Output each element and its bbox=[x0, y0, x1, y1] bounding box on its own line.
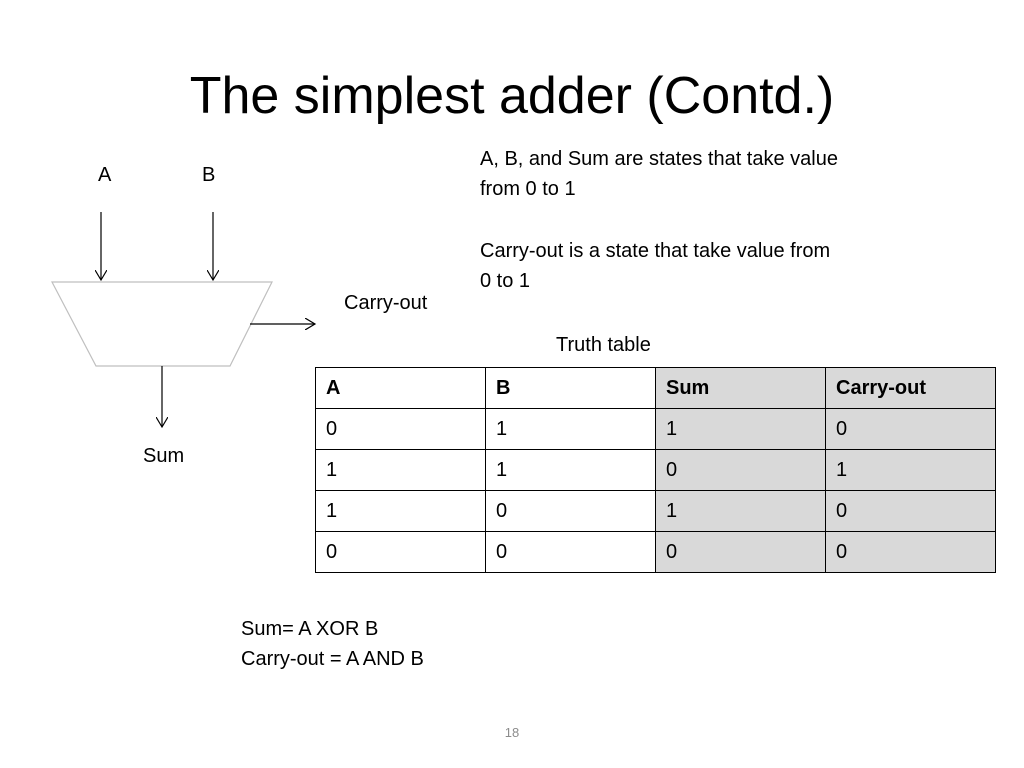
cell-b: 0 bbox=[485, 490, 656, 532]
input-b-label: B bbox=[202, 164, 216, 186]
table-row: 0 0 0 0 bbox=[315, 531, 996, 573]
cell-b: 1 bbox=[485, 449, 656, 491]
carry-out-label: Carry-out bbox=[344, 292, 428, 314]
table-row: 1 0 1 0 bbox=[315, 490, 996, 532]
cell-carry-out: 0 bbox=[825, 531, 996, 573]
cell-b: 1 bbox=[485, 408, 656, 450]
sum-equation: Sum= A XOR B bbox=[241, 618, 379, 640]
cell-sum: 1 bbox=[655, 490, 826, 532]
notes: A, B, and Sum are states that take value… bbox=[480, 144, 840, 296]
header-carry-out: Carry-out bbox=[825, 367, 996, 409]
cell-a: 1 bbox=[315, 490, 486, 532]
header-b: B bbox=[485, 367, 656, 409]
note-states: A, B, and Sum are states that take value… bbox=[480, 148, 838, 200]
cell-carry-out: 0 bbox=[825, 408, 996, 450]
sum-label: Sum bbox=[143, 445, 185, 467]
cell-sum: 1 bbox=[655, 408, 826, 450]
adder-block bbox=[51, 281, 273, 367]
table-header-row: A B Sum Carry-out bbox=[315, 367, 996, 409]
header-a: A bbox=[315, 367, 486, 409]
cell-carry-out: 0 bbox=[825, 490, 996, 532]
header-sum: Sum bbox=[655, 367, 826, 409]
page-number: 18 bbox=[504, 725, 520, 740]
input-a-label: A bbox=[98, 164, 112, 186]
cell-a: 0 bbox=[315, 408, 486, 450]
equations: Sum= A XOR B Carry-out = A AND B bbox=[241, 614, 424, 674]
slide-title: The simplest adder (Contd.) bbox=[189, 67, 835, 125]
truth-table: A B Sum Carry-out 0 1 1 0 1 1 0 1 1 0 1 … bbox=[315, 367, 996, 573]
table-row: 0 1 1 0 bbox=[315, 408, 996, 450]
truth-table-caption: Truth table bbox=[556, 334, 651, 356]
cell-b: 0 bbox=[485, 531, 656, 573]
table-row: 1 1 0 1 bbox=[315, 449, 996, 491]
cell-a: 0 bbox=[315, 531, 486, 573]
cell-sum: 0 bbox=[655, 531, 826, 573]
cell-carry-out: 1 bbox=[825, 449, 996, 491]
cell-sum: 0 bbox=[655, 449, 826, 491]
note-carry: Carry-out is a state that take value fro… bbox=[480, 240, 831, 292]
cell-a: 1 bbox=[315, 449, 486, 491]
carry-equation: Carry-out = A AND B bbox=[241, 648, 424, 670]
